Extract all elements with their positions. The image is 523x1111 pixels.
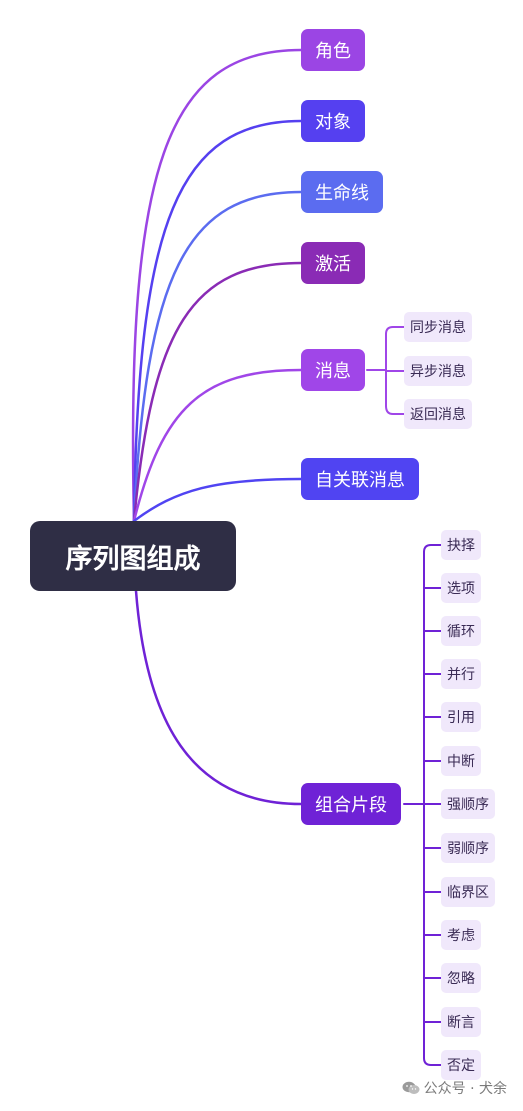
watermark-text: 公众号 · 犬余 — [423, 1081, 507, 1097]
leaf-label: 考虑 — [447, 928, 475, 944]
leaf-label: 临界区 — [447, 885, 489, 901]
leaf-return-message[interactable]: 返回消息 — [404, 399, 472, 429]
connector-leaf — [385, 326, 405, 335]
leaf-label: 弱顺序 — [447, 841, 489, 857]
connector-branch — [131, 48, 303, 523]
leaf-label: 选项 — [447, 581, 475, 597]
root-label: 序列图组成 — [65, 543, 201, 575]
leaf-seq[interactable]: 弱顺序 — [441, 833, 495, 863]
connector-branch — [132, 261, 303, 523]
branch-node-object[interactable]: 对象 — [301, 100, 365, 142]
connector-leaf — [385, 405, 405, 415]
leaf-ref[interactable]: 引用 — [441, 702, 481, 732]
wechat-icon — [402, 1081, 420, 1095]
connector-branch — [132, 119, 303, 523]
branch-node-role[interactable]: 角色 — [301, 29, 365, 71]
leaf-label: 循环 — [447, 624, 475, 640]
leaf-label: 中断 — [447, 754, 475, 770]
leaf-label: 异步消息 — [410, 364, 466, 380]
leaf-consider[interactable]: 考虑 — [441, 920, 481, 950]
branch-label: 组合片段 — [315, 795, 387, 816]
root-node[interactable]: 序列图组成 — [30, 521, 236, 591]
leaf-ignore[interactable]: 忽略 — [441, 963, 481, 993]
leaf-label: 忽略 — [447, 971, 475, 987]
leaf-strict[interactable]: 强顺序 — [441, 789, 495, 819]
leaf-alt[interactable]: 抉择 — [441, 530, 481, 560]
connector-leaf — [423, 1057, 442, 1066]
branch-node-message[interactable]: 消息 — [301, 349, 365, 391]
branch-node-lifeline[interactable]: 生命线 — [301, 171, 383, 213]
leaf-label: 引用 — [447, 710, 475, 726]
leaf-label: 抉择 — [447, 538, 475, 554]
leaf-label: 否定 — [447, 1058, 475, 1074]
connector-branch — [132, 368, 303, 523]
leaf-assert[interactable]: 断言 — [441, 1007, 481, 1037]
branch-label: 对象 — [315, 112, 351, 133]
branch-label: 消息 — [315, 361, 351, 382]
leaf-label: 并行 — [447, 667, 475, 683]
branch-node-activation[interactable]: 激活 — [301, 242, 365, 284]
leaf-label: 断言 — [447, 1015, 475, 1031]
leaf-neg[interactable]: 否定 — [441, 1050, 481, 1080]
leaf-async-message[interactable]: 异步消息 — [404, 356, 472, 386]
leaf-break[interactable]: 中断 — [441, 746, 481, 776]
branch-node-combined-fragment[interactable]: 组合片段 — [301, 783, 401, 825]
leaf-sync-message[interactable]: 同步消息 — [404, 312, 472, 342]
leaf-opt[interactable]: 选项 — [441, 573, 481, 603]
connector-branch — [132, 190, 303, 523]
branch-label: 生命线 — [315, 183, 369, 204]
connector-leaf — [423, 544, 442, 553]
branch-label: 自关联消息 — [315, 470, 405, 491]
branch-label: 角色 — [315, 41, 351, 62]
watermark: 公众号 · 犬余 — [402, 1078, 507, 1098]
leaf-label: 强顺序 — [447, 797, 489, 813]
leaf-par[interactable]: 并行 — [441, 659, 481, 689]
leaf-label: 同步消息 — [410, 320, 466, 336]
connector-branch — [132, 477, 303, 523]
leaf-loop[interactable]: 循环 — [441, 616, 481, 646]
branch-node-self-message[interactable]: 自关联消息 — [301, 458, 419, 500]
leaf-critical[interactable]: 临界区 — [441, 877, 495, 907]
connector-branch — [134, 589, 303, 806]
branch-label: 激活 — [315, 254, 351, 275]
leaf-label: 返回消息 — [410, 407, 466, 423]
